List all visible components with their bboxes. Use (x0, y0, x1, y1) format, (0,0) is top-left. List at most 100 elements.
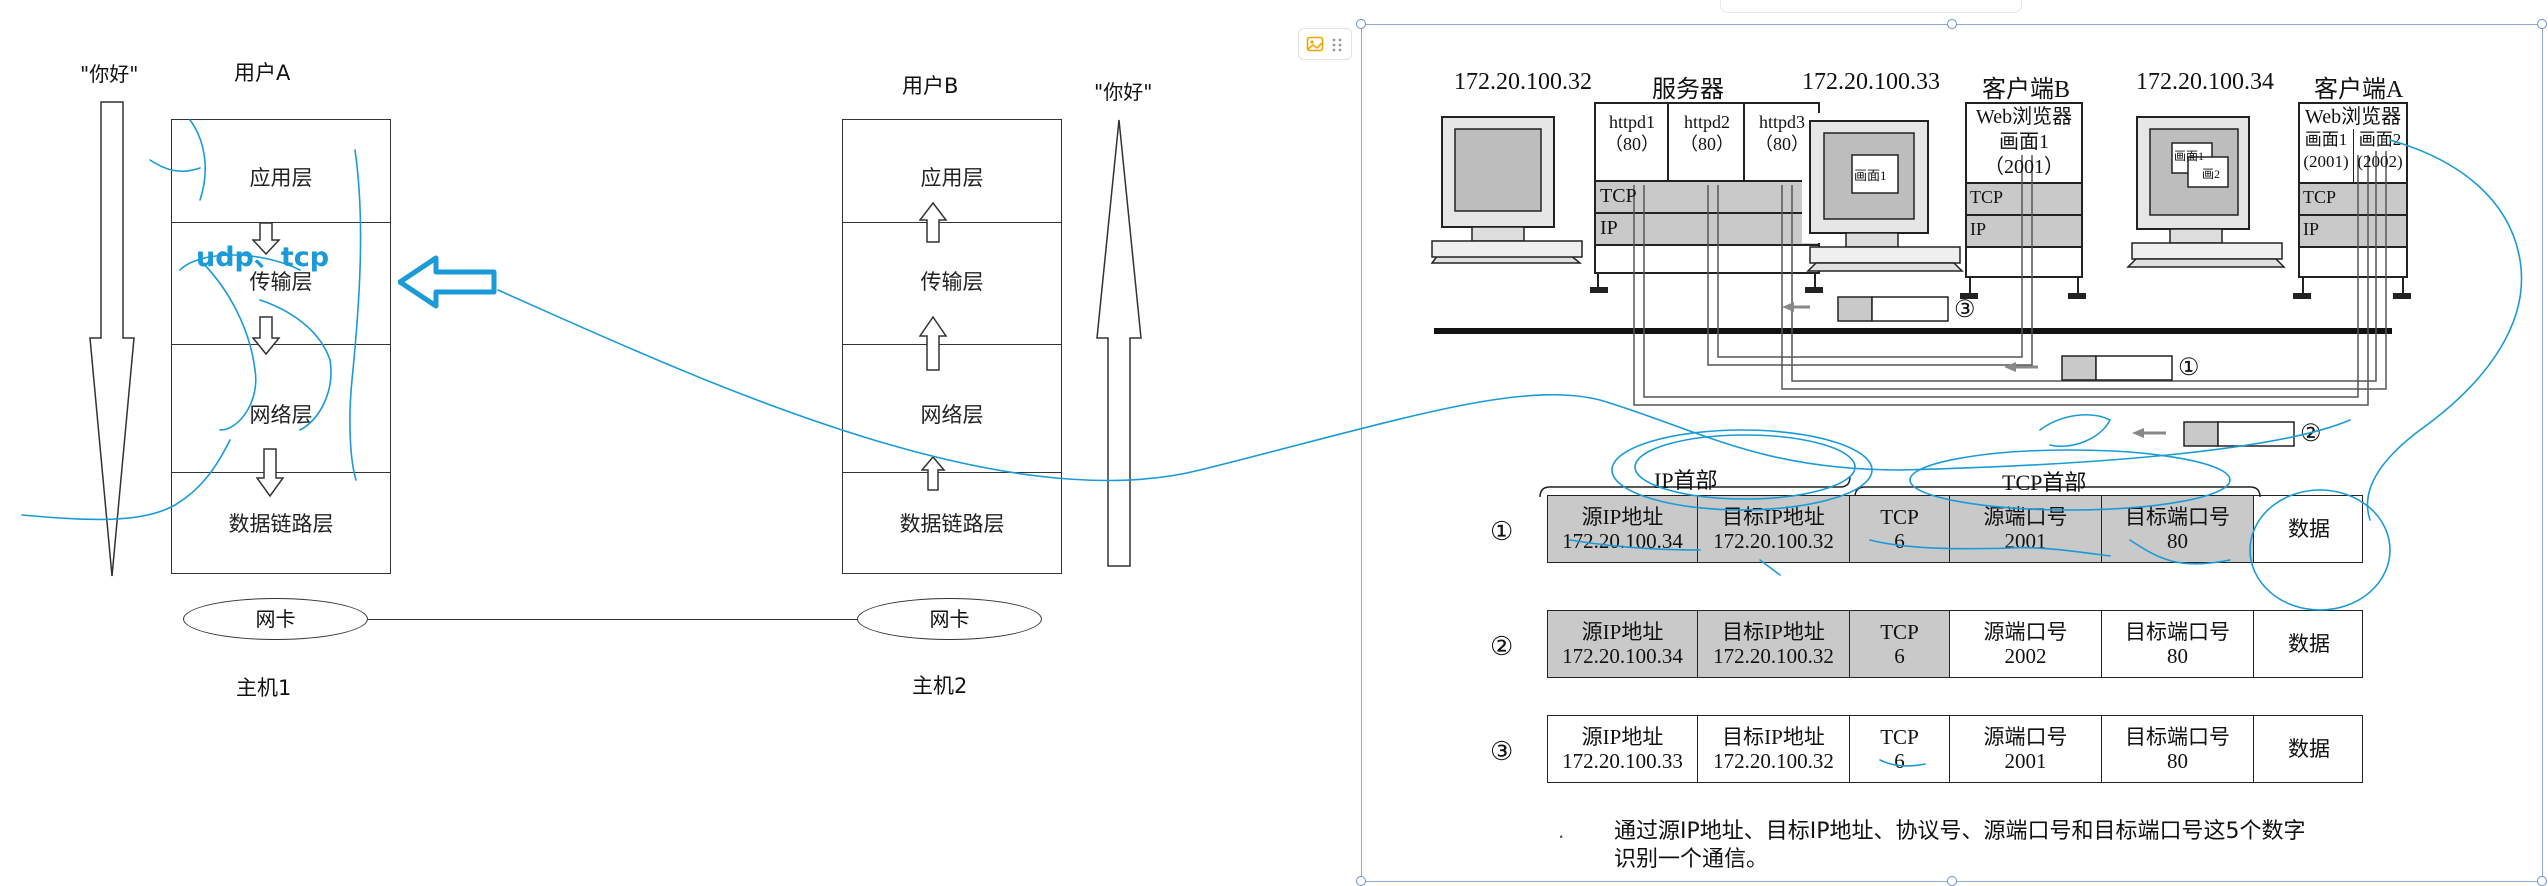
down-arrow (89, 101, 135, 577)
small-up-arrow (919, 202, 948, 243)
client-b-role: 客户端B (1982, 77, 2071, 103)
host2-label: 主机2 (912, 674, 968, 698)
tcp-header-label: TCP首部 (2002, 470, 2087, 495)
annotation-arrow-left (398, 255, 497, 309)
top-toolbar-stub (1720, 0, 2022, 13)
client-a-app-col1: 画面1(2001) (2303, 130, 2349, 171)
packet-1-marker: ① (2178, 355, 2200, 381)
client-a-ip-label: IP (2303, 219, 2320, 239)
resize-handle-bottom-right[interactable] (2537, 876, 2547, 886)
data-cell: 数据 (2288, 632, 2330, 656)
client-b-ip-label: IP (1970, 219, 1987, 239)
small-up-arrow (921, 456, 946, 491)
resize-handle-top-left[interactable] (1356, 19, 1366, 29)
client-a-app-title: Web浏览器 (2304, 106, 2402, 128)
server-stack (1590, 102, 1823, 293)
client-a-screen1-label: 画面1 (2174, 149, 2205, 163)
server-computer (1430, 116, 1583, 264)
small-up-arrow (919, 316, 948, 371)
packet-3-icon (1782, 296, 1949, 322)
host2-stack: 应用层 传输层 网络层 数据链路层 (842, 119, 1062, 574)
resize-handle-top[interactable] (1947, 19, 1957, 29)
packet-3-marker: ③ (1954, 297, 1976, 323)
caption-line-1: 通过源IP地址、目标IP地址、协议号、源端口号和目标端口号这5个数字 (1614, 819, 2306, 844)
client-a-ip: 172.20.100.34 (2136, 69, 2274, 95)
client-b-tcp-label: TCP (1970, 187, 2004, 207)
host1-user: 用户A (234, 61, 291, 85)
left-greeting: "你好" (80, 62, 139, 86)
ip-header-label: IP首部 (1654, 468, 1718, 493)
host1-layer-network: 网络层 (249, 403, 313, 427)
host1-layer-datalink: 数据链路层 (228, 512, 334, 536)
client-a-computer (2126, 116, 2286, 268)
server-tcp-label: TCP (1600, 185, 1637, 207)
client-a-role: 客户端A (2314, 77, 2404, 103)
client-b-ip: 172.20.100.33 (1802, 69, 1940, 95)
up-arrow (1096, 119, 1142, 567)
host1-layer-transport: 传输层 (249, 270, 313, 294)
drag-handle-icon[interactable] (1331, 37, 1343, 53)
host2-layer-network: 网络层 (920, 403, 984, 427)
small-down-arrow (256, 448, 285, 498)
host2-nic: 网卡 (857, 598, 1042, 640)
packet-row-number: ① (1490, 517, 1514, 546)
client-a-screen2-label: 画2 (2202, 167, 2221, 181)
client-b-app: Web浏览器 画面1 （2001） (1975, 106, 2073, 178)
packet-row-number: ③ (1490, 737, 1514, 766)
client-a-tcp-label: TCP (2303, 187, 2337, 207)
client-a-app-col2: 画面2(2002) (2357, 130, 2403, 171)
caption-line-2: 识别一个通信。 (1614, 847, 1769, 872)
image-toolbar[interactable] (1298, 28, 1352, 60)
resize-handle-bottom-left[interactable] (1356, 876, 1366, 886)
client-b-computer (1802, 113, 1964, 272)
resize-handle-bottom[interactable] (1947, 876, 1957, 886)
server-ip: 172.20.100.32 (1454, 69, 1592, 95)
host2-layer-app: 应用层 (920, 166, 984, 190)
caption-bullet: · (1558, 825, 1565, 849)
resize-handle-top-right[interactable] (2537, 19, 2547, 29)
packet-2-icon (2132, 421, 2295, 447)
host1-label: 主机1 (236, 676, 292, 700)
data-cell: 数据 (2288, 737, 2330, 761)
server-role: 服务器 (1652, 77, 1724, 103)
client-b-screen-label: 画面1 (1854, 168, 1887, 183)
host2-layer-datalink: 数据链路层 (899, 512, 1005, 536)
host2-layer-transport: 传输层 (920, 270, 984, 294)
server-process-3: httpd3（80） (1755, 112, 1809, 154)
host2-user: 用户B (902, 74, 959, 98)
image-icon[interactable] (1306, 35, 1324, 53)
packet-2-marker: ② (2300, 421, 2322, 447)
server-ip-label: IP (1600, 217, 1618, 239)
right-greeting: "你好" (1094, 80, 1153, 104)
small-down-arrow (252, 222, 281, 256)
server-process-2: httpd2（80） (1680, 112, 1734, 154)
embedded-image-frame[interactable]: 172.20.100.32 服务器 172.20.100.33 客户端B 172… (1361, 24, 2543, 882)
client-b-stack (1960, 102, 2086, 299)
packet-1-icon (2004, 355, 2173, 381)
data-cell: 数据 (2288, 517, 2330, 541)
small-down-arrow (252, 316, 281, 356)
client-a-app-divider (2353, 129, 2354, 183)
network-cable (368, 619, 857, 620)
host1-nic: 网卡 (183, 598, 368, 640)
handwritten-annotation: udp、tcp (196, 242, 330, 273)
server-process-1: httpd1（80） (1605, 112, 1659, 154)
